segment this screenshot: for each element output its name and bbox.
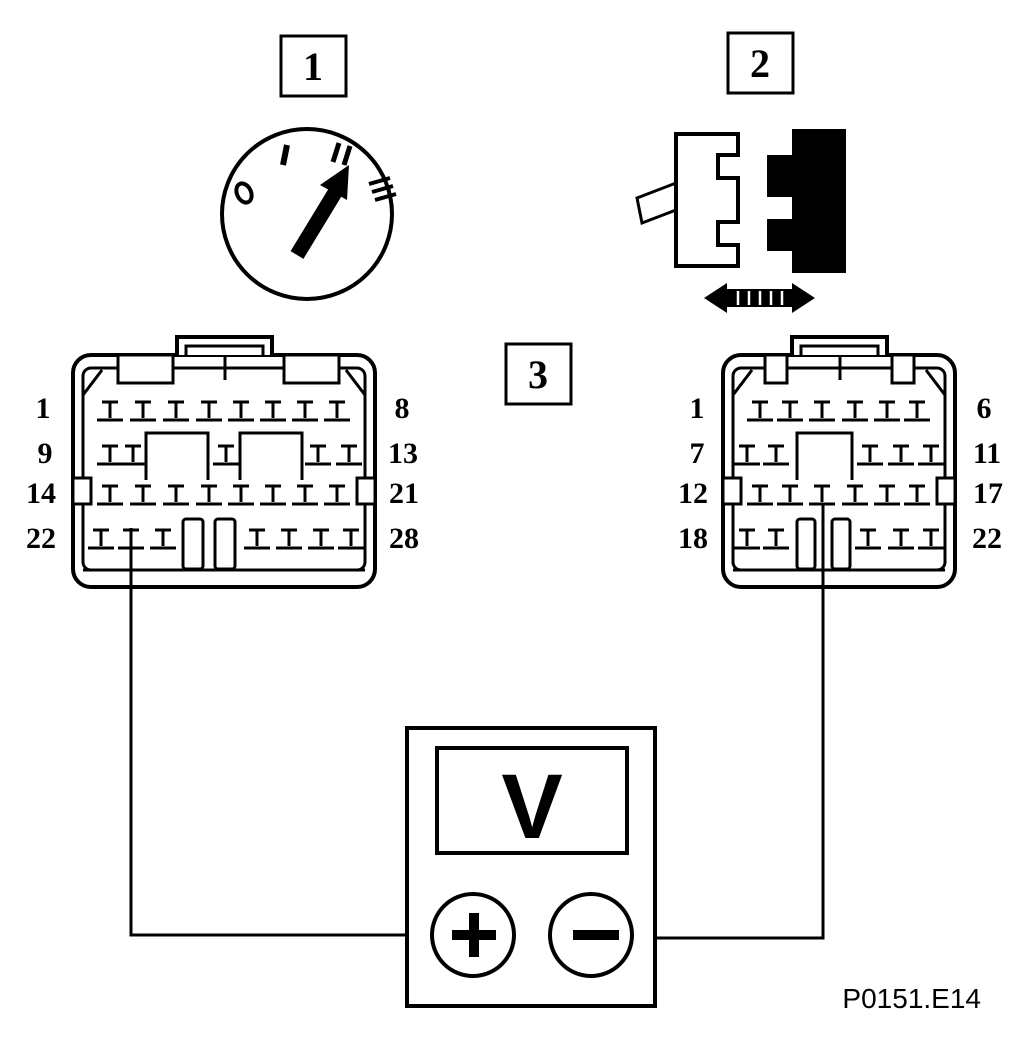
left-pin-16 [163,484,189,506]
left-row-2-start: 9 [38,437,53,470]
callout-1-label: 1 [303,44,323,89]
right-connector-pins [734,400,944,550]
voltmeter: V [405,726,657,1008]
left-row-4-end: 28 [389,522,419,555]
left-pin-11 [213,444,239,466]
right-pin-15 [842,484,868,506]
left-pin-14 [97,484,123,506]
right-pin-7 [734,444,760,466]
right-pin-5 [874,400,900,422]
disconnect-arrow-icon [704,283,815,313]
right-pin-17 [904,484,930,506]
right-pin-11 [918,444,944,466]
right-row-2-end: 11 [973,437,1001,470]
callout-3-label: 3 [528,352,548,397]
right-row-4-end: 22 [972,522,1002,555]
voltmeter-display [435,746,629,855]
left-pin-26 [276,528,302,550]
right-row-3-start: 12 [678,477,708,510]
right-pin-21 [888,528,914,550]
position-III-mark [368,176,397,202]
right-pin-14 [809,484,835,506]
callout-2: 2 [726,31,795,95]
position-II-mark [330,142,353,166]
right-row-1-end: 6 [977,392,992,425]
connector-disconnect-icon [635,129,846,313]
right-pin-6 [904,400,930,422]
right-pin-4 [842,400,868,422]
right-row-3-end: 17 [973,477,1003,510]
left-pin-24 [150,528,176,550]
left-row-1-start: 1 [36,392,51,425]
left-pin-9 [97,444,123,466]
left-pin-15 [130,484,156,506]
callout-1: 1 [279,34,348,98]
left-pin-3 [163,400,189,422]
right-pin-1 [747,400,773,422]
right-row-2-start: 7 [690,437,705,470]
right-pin-22 [918,528,944,550]
negative-test-lead [620,505,825,940]
position-I-mark [280,144,290,166]
left-pin-6 [260,400,286,422]
left-pin-5 [228,400,254,422]
figure-code: P0151.E14 [842,983,981,1014]
positive-test-lead [129,528,432,937]
left-pin-22 [88,528,114,550]
left-row-3-end: 21 [389,477,419,510]
position-0-mark [234,181,254,205]
left-pin-13 [336,444,362,466]
left-pin-1 [97,400,123,422]
left-pin-7 [292,400,318,422]
left-pin-19 [260,484,286,506]
right-pin-13 [777,484,803,506]
left-pin-4 [196,400,222,422]
right-pin-16 [874,484,900,506]
left-pin-25 [244,528,270,550]
left-pin-2 [130,400,156,422]
right-pin-2 [777,400,803,422]
left-pin-10 [120,444,146,466]
right-connector: 1 6 7 11 12 17 18 22 [678,335,1003,589]
right-row-4-start: 18 [678,522,708,555]
left-pin-8 [324,400,350,422]
left-pin-17 [196,484,222,506]
left-row-3-start: 14 [26,477,56,510]
left-row-1-end: 8 [395,392,410,425]
right-pin-10 [888,444,914,466]
right-row-1-start: 1 [690,392,705,425]
ignition-switch [220,127,397,301]
left-pin-21 [324,484,350,506]
right-pin-18 [734,528,760,550]
callout-3: 3 [504,342,573,406]
left-pin-12 [305,444,331,466]
right-pin-19 [763,528,789,550]
left-connector: 1 8 9 13 14 21 22 28 [26,335,419,589]
callout-2-label: 2 [750,41,770,86]
right-pin-9 [857,444,883,466]
right-pin-12 [747,484,773,506]
minus-icon [573,930,619,940]
left-pin-28 [338,528,364,550]
key-arrow-icon [290,165,349,259]
left-row-4-start: 22 [26,522,56,555]
right-pin-3 [809,400,835,422]
right-pin-20 [855,528,881,550]
left-row-2-end: 13 [388,437,418,470]
left-pin-27 [308,528,334,550]
right-pin-8 [763,444,789,466]
left-pin-20 [292,484,318,506]
voltmeter-unit: V [501,756,562,858]
left-pin-18 [228,484,254,506]
